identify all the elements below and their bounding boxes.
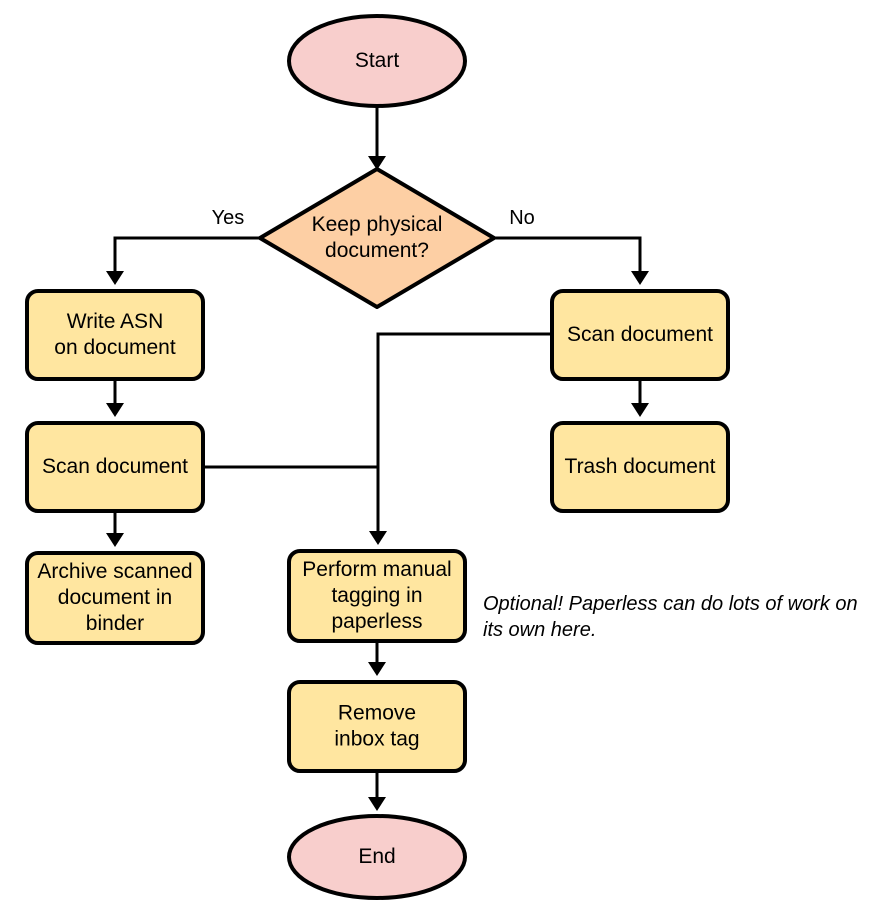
node-shape-rect (25, 551, 205, 645)
node-end[interactable]: End (287, 814, 467, 900)
edges-layer: Yes No (106, 106, 649, 811)
edge-start-to-decision (368, 106, 386, 170)
node-shape-rect (25, 289, 205, 381)
node-shape-rect (550, 421, 730, 513)
node-start[interactable]: Start (287, 14, 467, 108)
node-scan-document-right[interactable]: Scan document (550, 289, 730, 381)
node-label-start: Start (355, 49, 400, 72)
node-shape-rect (287, 549, 467, 643)
edge-scan-document-left-to-archive (106, 511, 124, 547)
node-label-trash-document: Trash document (565, 455, 716, 478)
annotations-layer: Optional! Paperless can do lots of work … (483, 593, 858, 641)
node-shape-rect (550, 289, 730, 381)
node-shape-rect (25, 421, 205, 513)
edge-scan-document-right-to-manual-tagging (369, 332, 552, 545)
node-trash-document[interactable]: Trash document (550, 421, 730, 513)
edge-label-decision-yes-to-write-asn: Yes (212, 207, 245, 229)
node-shape-ellipse (287, 814, 467, 900)
node-scan-document-left[interactable]: Scan document (25, 421, 205, 513)
node-label-scan-document-left: Scan document (42, 455, 188, 478)
edge-decision-yes-to-write-asn: Yes (106, 207, 260, 285)
node-shape-ellipse (287, 14, 467, 108)
edge-write-asn-to-scan-document-left (106, 379, 124, 417)
annotation-optional-note: Optional! Paperless can do lots of work … (483, 593, 858, 641)
node-label-end: End (358, 845, 395, 868)
node-shape-diamond (258, 167, 496, 309)
edge-remove-inbox-tag-to-end (368, 771, 386, 811)
edge-scan-document-right-to-trash (631, 379, 649, 417)
node-label-scan-document-right: Scan document (567, 323, 713, 346)
node-shape-rect (287, 680, 467, 773)
edge-label-decision-no-to-scan-document-right: No (509, 207, 535, 229)
edge-decision-no-to-scan-document-right: No (494, 207, 649, 285)
edge-manual-tagging-to-remove-inbox-tag (368, 641, 386, 676)
